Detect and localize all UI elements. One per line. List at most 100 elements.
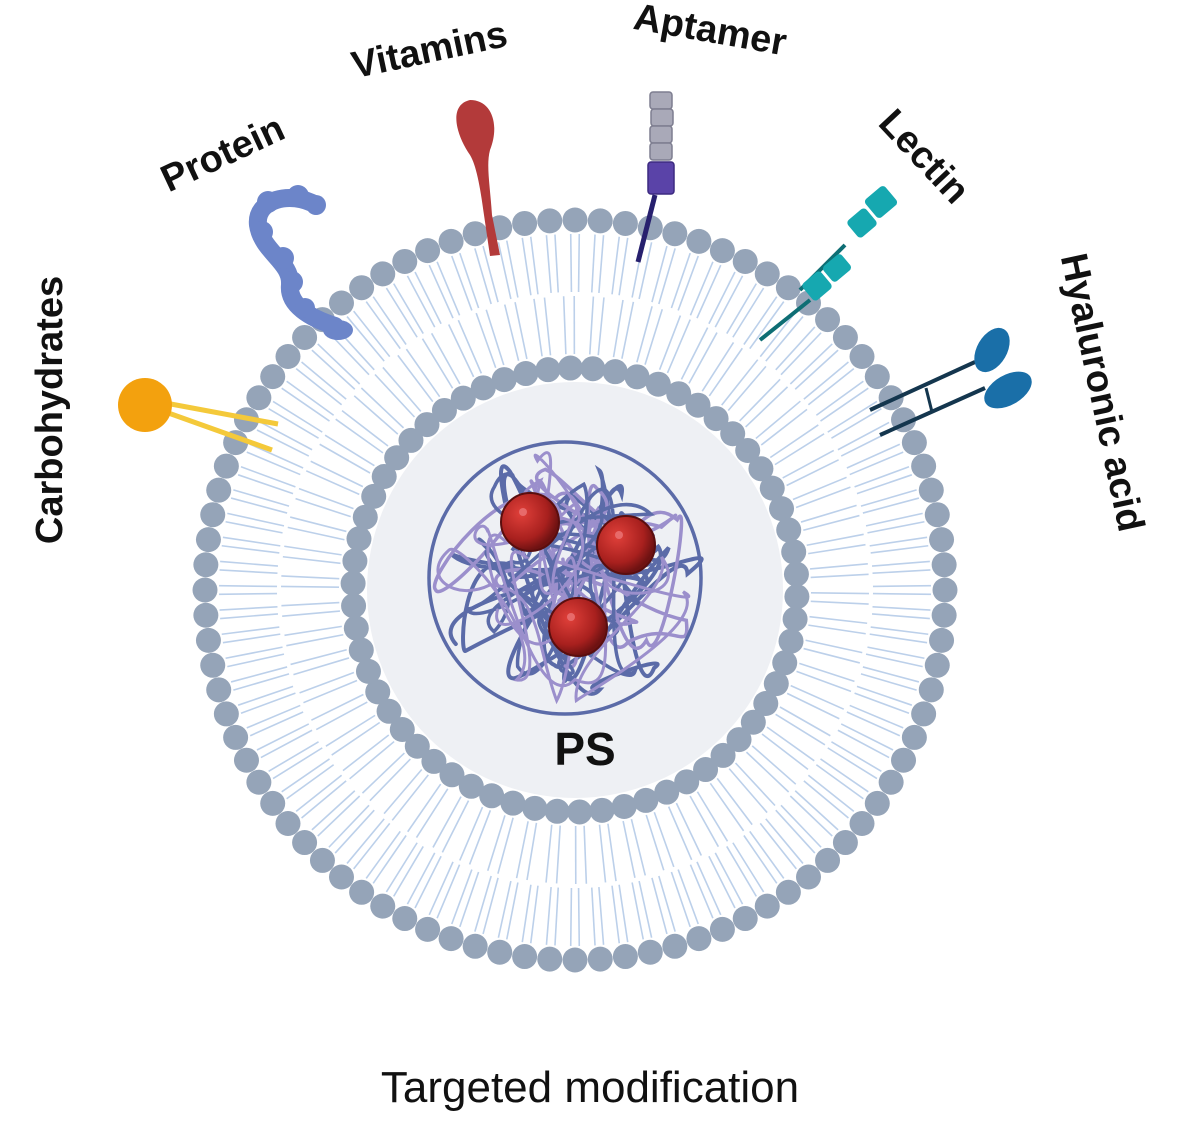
lipid-tail — [708, 347, 743, 397]
lipid-tail — [869, 536, 928, 547]
lipid-head — [587, 946, 613, 972]
lipid-tail — [795, 486, 851, 509]
lipid-tail — [607, 823, 617, 882]
lipid-head — [421, 748, 447, 774]
lipid-tail — [651, 245, 668, 303]
lipid-tail — [406, 852, 436, 905]
lipid-tail — [227, 512, 285, 527]
lipid-tail — [854, 692, 910, 714]
lipid-head — [192, 577, 218, 603]
lipid-tail — [782, 449, 835, 479]
lipid-tail — [701, 341, 735, 392]
lipid-tail — [219, 584, 278, 588]
lipid-head — [341, 593, 367, 619]
lipid-head — [924, 652, 950, 678]
lipid-head — [633, 787, 659, 813]
lipid-tail — [310, 460, 364, 488]
lipid-tail — [732, 287, 765, 338]
lipid-tail — [346, 316, 385, 362]
lipid-tail — [374, 373, 416, 418]
vitamin-shape — [456, 100, 500, 256]
lipid-head — [365, 679, 391, 705]
carbohydrate-ligand — [118, 378, 279, 453]
lipid-head — [470, 375, 496, 401]
lipid-head — [370, 893, 396, 919]
lipid-head — [415, 916, 441, 942]
lipid-tail — [810, 573, 869, 579]
protein-bead — [287, 185, 309, 207]
lipid-tail — [430, 332, 461, 385]
lipid-tail — [562, 296, 567, 355]
lipid-tail — [689, 261, 714, 316]
lipid-tail — [636, 306, 653, 363]
lipid-tail — [796, 670, 852, 693]
lipid-head — [772, 650, 798, 676]
lipid-tail — [827, 400, 878, 433]
lipid-tail — [688, 332, 718, 384]
lipid-tail — [862, 497, 920, 514]
lipid-tail — [621, 301, 635, 359]
lipid-head — [537, 946, 563, 972]
lipid-head — [462, 933, 488, 959]
lipid-tail — [800, 504, 857, 523]
lipid-tail — [806, 533, 864, 547]
lipid-tail — [369, 758, 411, 802]
lipid-tail — [361, 752, 405, 794]
lipid-head — [748, 456, 774, 482]
lipid-tail — [577, 234, 581, 293]
lipid-head — [759, 475, 785, 501]
lipid-tail — [677, 255, 699, 311]
lipid-tail — [221, 626, 280, 636]
lipid-head — [740, 709, 766, 735]
lipid-tail — [372, 296, 407, 345]
lipid-tail — [726, 283, 757, 334]
lipid-tail — [284, 545, 342, 556]
lipid-head — [557, 355, 583, 381]
aptamer-ligand — [635, 91, 675, 263]
hyaluronic-link — [924, 387, 934, 413]
lipid-tail — [745, 751, 790, 793]
lipid-head — [537, 208, 563, 234]
lipid-tail — [289, 516, 347, 533]
lipid-head — [864, 790, 890, 816]
lipid-tail — [268, 741, 319, 772]
lipid-tail — [658, 315, 682, 370]
lipid-tail — [658, 875, 676, 932]
lipid-tail — [872, 584, 931, 588]
lipid-head — [355, 658, 381, 684]
lipid-head — [587, 208, 613, 234]
lipid-tail — [865, 512, 923, 527]
lipid-tail — [670, 871, 691, 928]
lipid-head — [260, 790, 286, 816]
lipid-tail — [870, 544, 929, 554]
lipid-tail — [760, 408, 808, 446]
lipid-tail — [230, 497, 288, 514]
lipid-tail — [831, 741, 882, 772]
lipid-tail — [872, 569, 931, 575]
lipid-head — [602, 359, 628, 385]
carbohydrate-tail — [159, 407, 273, 453]
lipid-head — [398, 427, 424, 453]
lipid-head — [513, 361, 539, 387]
lipid-tail — [485, 309, 505, 366]
lipid-head — [479, 783, 505, 809]
lipid-head — [784, 584, 810, 610]
lipid-tail — [290, 648, 347, 666]
lipid-head — [309, 847, 335, 873]
lipid-tail — [311, 349, 356, 390]
lipid-tail — [497, 242, 512, 300]
protein-bead — [306, 195, 326, 215]
aptamer-block — [649, 125, 673, 144]
lipid-tail — [220, 560, 279, 567]
lipid-tail — [353, 310, 391, 358]
lipid-tail — [849, 451, 904, 476]
lipid-tail — [237, 474, 294, 495]
lipid-tail — [779, 706, 831, 737]
lipid-tail — [497, 817, 514, 874]
lipid-tail — [319, 443, 371, 474]
lipid-tail — [786, 459, 839, 487]
lipid-tail — [281, 585, 340, 588]
lipid-tail — [708, 271, 736, 325]
lipid-tail — [789, 343, 833, 385]
lipid-head — [911, 453, 937, 479]
